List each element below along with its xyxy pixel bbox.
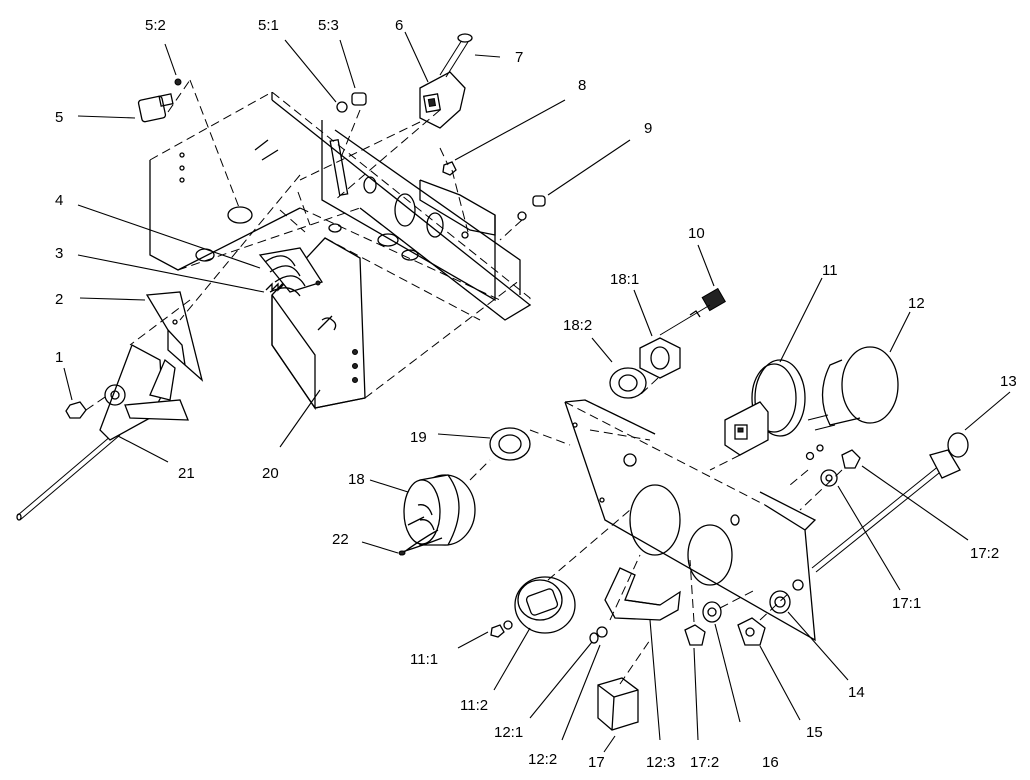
label-5: 5 xyxy=(55,109,63,126)
knob xyxy=(137,78,182,123)
label-22: 22 xyxy=(332,531,349,548)
label-12: 12 xyxy=(908,295,925,312)
label-19: 19 xyxy=(410,429,427,446)
label-2: 2 xyxy=(55,291,63,308)
label-12-2: 12:2 xyxy=(528,751,557,768)
relay-17 xyxy=(597,677,639,731)
label-10: 10 xyxy=(688,225,705,242)
label-21: 21 xyxy=(178,465,195,482)
label-17-1: 17:1 xyxy=(892,595,921,612)
label-11-2: 11:2 xyxy=(460,697,488,714)
label-17-2-right: 17:2 xyxy=(970,545,999,562)
label-12-3: 12:3 xyxy=(646,754,675,771)
label-9: 9 xyxy=(644,120,652,137)
label-8: 8 xyxy=(578,77,586,94)
nut-18-1 xyxy=(639,337,681,379)
bezel-11-2 xyxy=(514,576,576,634)
label-18-1: 18:1 xyxy=(610,271,639,288)
label-3: 3 xyxy=(55,245,63,262)
label-11: 11 xyxy=(822,262,838,279)
label-5-2: 5:2 xyxy=(145,17,166,34)
wire-connector xyxy=(258,247,324,297)
control-housing xyxy=(149,91,532,321)
label-17: 17 xyxy=(588,754,605,771)
label-20: 20 xyxy=(262,465,279,482)
label-18: 18 xyxy=(348,471,365,488)
label-7: 7 xyxy=(515,49,523,66)
throttle-cable xyxy=(811,432,969,573)
label-4: 4 xyxy=(55,192,63,209)
hour-meter xyxy=(398,474,476,556)
label-5-3: 5:3 xyxy=(318,17,339,34)
label-17-2-bottom: 17:2 xyxy=(690,754,719,771)
label-16: 16 xyxy=(762,754,779,771)
gauge-11 xyxy=(724,359,806,456)
gauge-12 xyxy=(805,346,899,461)
label-12-1: 12:1 xyxy=(494,724,523,741)
callout-labels: 5:2 5:1 5:3 6 7 8 9 5 4 3 2 1 21 20 10 1… xyxy=(55,17,1017,771)
bolt-7 xyxy=(439,33,473,78)
label-6: 6 xyxy=(395,17,403,34)
label-15: 15 xyxy=(806,724,823,741)
label-13: 13 xyxy=(1000,373,1017,390)
alignment-lines xyxy=(85,79,843,685)
label-5-1: 5:1 xyxy=(258,17,279,34)
label-14: 14 xyxy=(848,684,865,701)
key-housing xyxy=(419,71,466,129)
bracket-12-3 xyxy=(604,567,681,621)
switch-plate xyxy=(145,291,204,382)
leader-lines xyxy=(63,31,1011,753)
label-1: 1 xyxy=(55,349,63,366)
front-panel xyxy=(564,399,817,642)
lever-assembly xyxy=(16,344,189,521)
label-11-1: 11:1 xyxy=(410,651,438,668)
label-18-2: 18:2 xyxy=(563,317,592,334)
